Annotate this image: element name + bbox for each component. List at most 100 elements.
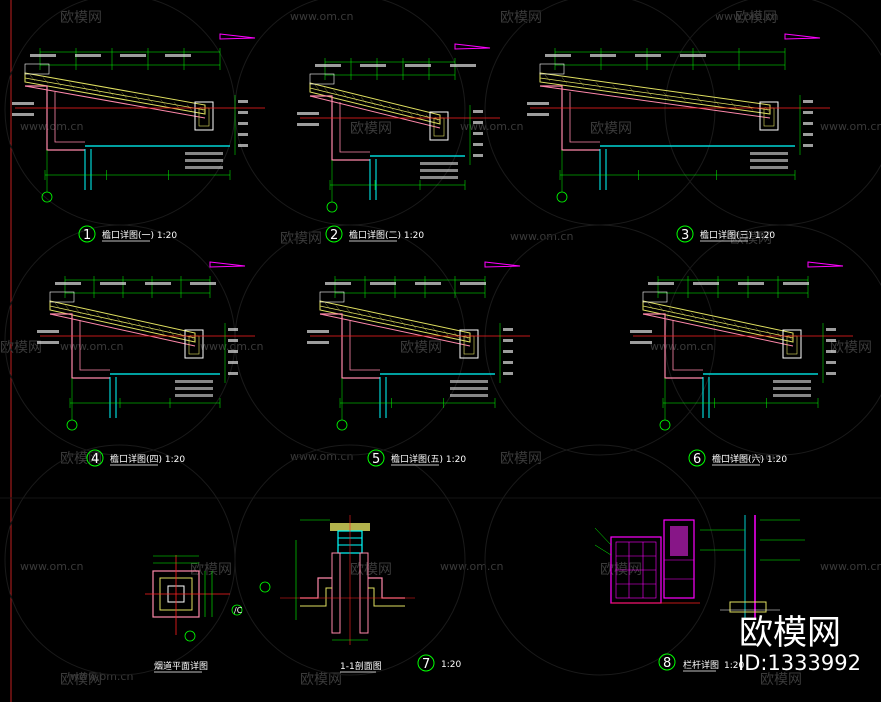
eave-wall <box>310 95 370 161</box>
hatch <box>134 94 140 101</box>
annotation-text <box>738 282 764 285</box>
annotation-text <box>145 282 171 285</box>
detail-number-circle <box>325 225 343 243</box>
roof-slab <box>319 313 471 347</box>
watermark-brand: 欧模网 <box>730 231 772 247</box>
annotation-text <box>450 387 488 390</box>
slope-marker <box>454 43 491 50</box>
detail-title: 檐口详图(四) 1:20 <box>110 453 185 465</box>
annotation-text <box>503 328 513 331</box>
detail-number: 6 <box>693 452 701 467</box>
annotation-text <box>315 64 341 67</box>
eave-coping <box>642 291 668 303</box>
watermark-url: www.om.cn <box>440 560 503 573</box>
roof-layer <box>309 82 441 125</box>
annotation-text <box>545 54 571 57</box>
annotation-text <box>826 361 836 364</box>
gutter <box>184 329 204 359</box>
hatch <box>86 310 92 317</box>
roof-slab <box>49 313 196 347</box>
hatch <box>389 317 395 324</box>
watermark-brand: 欧模网 <box>735 10 777 26</box>
annotation-text <box>826 350 836 353</box>
watermark-brand: 欧模网 <box>60 451 102 467</box>
hatch <box>400 320 406 327</box>
hatch <box>397 107 404 114</box>
watermark-ring <box>484 224 716 456</box>
hatch <box>54 302 61 310</box>
hatch <box>411 322 417 329</box>
annotation-text <box>238 111 248 114</box>
watermark-brand: 欧模网 <box>280 231 322 247</box>
annotation-text <box>297 112 319 115</box>
annotation-text <box>803 122 813 125</box>
watermark-url: www.om.cn <box>290 450 353 463</box>
hatch <box>357 310 363 317</box>
watermark-url: www.om.cn <box>20 120 83 133</box>
annotation-text <box>503 361 513 364</box>
annotation-text <box>803 100 813 103</box>
watermark-ring <box>234 444 466 676</box>
annotation-text <box>238 100 248 103</box>
annotation-text <box>826 339 836 342</box>
eave-wall-inner <box>672 320 703 371</box>
watermark-brand: 欧模网 <box>300 672 342 688</box>
slope-marker <box>219 33 256 40</box>
roof-slab <box>24 85 206 119</box>
annotation-text <box>75 54 101 57</box>
hatch <box>544 74 551 82</box>
hatch <box>443 329 449 337</box>
hatch <box>179 332 185 339</box>
roof-layer <box>319 300 471 343</box>
flue-plan-detail: /C 烟道平面详图 <box>145 555 243 673</box>
hatch <box>747 104 754 111</box>
annotation-text <box>325 282 351 285</box>
watermark-brand: 欧模网 <box>500 10 542 26</box>
section-title: 1-1剖面图 <box>340 660 382 672</box>
hatch <box>561 77 568 84</box>
eave-coping <box>319 291 345 303</box>
eave-wall-inner <box>54 92 85 143</box>
annotation-text <box>450 394 488 397</box>
annotation-text <box>420 162 458 165</box>
hatch <box>697 97 703 104</box>
detail-title: 檐口详图(五) 1:20 <box>391 453 466 465</box>
watermark-brand: 欧模网 <box>350 562 392 578</box>
brand-id-text: ID:1333992 <box>738 651 861 675</box>
eave-wall-inner <box>339 102 370 153</box>
hatch <box>346 307 352 315</box>
annotation-text <box>590 54 616 57</box>
hatch <box>690 312 697 319</box>
annotation-text <box>460 282 486 285</box>
railing-detail: 8 栏杆详图 1:20 <box>594 515 805 672</box>
hatch <box>160 99 166 106</box>
annotation-text <box>750 159 788 162</box>
hatch <box>158 327 164 334</box>
hatch <box>117 317 123 324</box>
brand-logo-text: 欧模网 <box>739 613 841 653</box>
hatch <box>173 101 179 109</box>
annotation-text <box>307 330 329 333</box>
annotation-text <box>773 380 811 383</box>
detail-title: 檐口详图(六) 1:20 <box>712 453 787 465</box>
annotation-text <box>773 394 811 397</box>
watermark-url: www.om.cn <box>820 120 881 133</box>
gutter <box>759 101 779 131</box>
hatch <box>379 102 385 109</box>
watermark-brand: 欧模网 <box>590 121 632 137</box>
annotation-text <box>190 282 216 285</box>
annotation-text <box>773 387 811 390</box>
roof-line <box>24 77 206 111</box>
annotation-text <box>503 350 513 353</box>
eave-wall <box>540 85 600 151</box>
gutter <box>429 111 449 141</box>
detail-number: 5 <box>372 452 380 467</box>
annotation-text <box>238 133 248 136</box>
hatch <box>723 320 729 327</box>
annotation-text <box>680 54 706 57</box>
hatch <box>324 87 330 94</box>
hatch <box>65 305 71 312</box>
